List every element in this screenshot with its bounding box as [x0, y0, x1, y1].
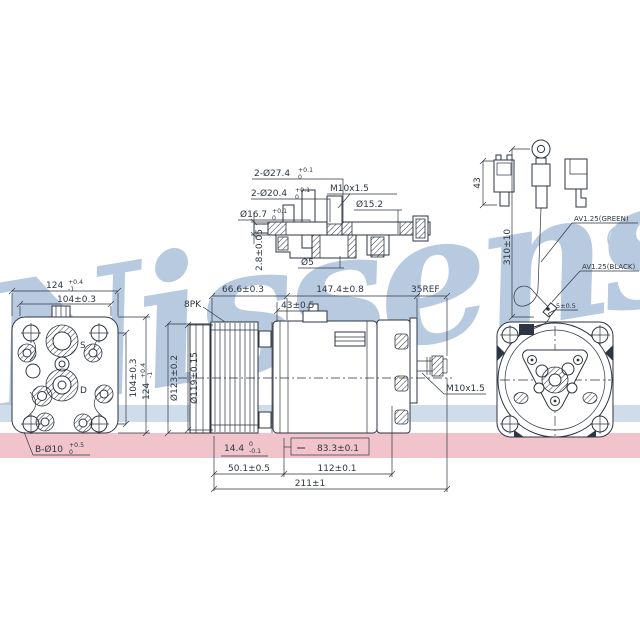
mount-hole-b10-sub: 0: [69, 449, 73, 456]
dim-83-3-label: 83.3±0.1: [317, 444, 359, 454]
front-width-124-sub: -1: [68, 286, 74, 293]
section-view: 2-Ø27.4 +0.1 0 2-Ø20.4 +0.1 0 Ø16.7 +0.1…: [238, 167, 431, 271]
dim-50-1-label: 50.1±0.5: [228, 464, 270, 474]
dim-112-label: 112±0.1: [317, 464, 356, 474]
dim-5-label: Ø5: [301, 257, 314, 268]
dim-2-8-label: 2.8±0.05: [255, 229, 265, 271]
front-height-124-sub: -1: [147, 372, 154, 378]
suction-port-label: S: [80, 341, 86, 351]
dim-15-2-label: Ø15.2: [356, 199, 383, 210]
wire-green-label: AV1.25(GREEN): [574, 215, 629, 223]
dim-43-connector-label: 43: [473, 177, 483, 188]
wire-end-dim-label: 5±0.5: [556, 302, 576, 310]
dim-d119-label: Ø119±0.15: [189, 352, 200, 404]
dim-16-tol-sub: 0: [272, 215, 276, 222]
rear-view: M10x1.5: [421, 312, 614, 438]
belt-type-label: 8PK: [184, 300, 202, 310]
connector-view: 43 310±10 AV1.25(GREEN) AV1.25(BLACK) 5±…: [473, 139, 639, 321]
dim-16-tol-sup: +0.1: [272, 208, 287, 215]
registered-trademark-icon: ®: [602, 218, 640, 262]
dim-20-tol-sub: 0: [295, 194, 299, 201]
front-corner-holes: [21, 323, 109, 434]
wire-black-label: AV1.25(BLACK): [582, 263, 635, 271]
mount-hole-b10-sup: +0.5: [69, 442, 84, 449]
front-height-124-sup: +0.4: [140, 363, 147, 378]
dim-14-4-sub: -0.1: [249, 448, 261, 455]
mount-hole-b10-label: B-Ø10: [35, 444, 63, 455]
dim-d123-label: Ø123±0.2: [169, 355, 180, 401]
dim-14-4-sup: 0: [249, 441, 253, 448]
dim-14-4-label: 14.4: [224, 444, 244, 454]
front-view: S D 124 +0.4 -1 104±0.3 104±0.3 124 +0.4: [8, 279, 154, 456]
dim-20-label: 2-Ø20.4: [251, 188, 287, 199]
front-width-124-sup: +0.4: [68, 279, 83, 286]
dim-27-tol-sub: 0: [298, 174, 302, 181]
front-width-124-label: 124: [46, 281, 63, 291]
dim-16-label: Ø16.7: [240, 209, 267, 220]
front-height-124-label: 124: [142, 383, 152, 400]
dim-27-tol-sup: +0.1: [298, 167, 313, 174]
section-thread-label: M10x1.5: [330, 184, 369, 194]
dim-35ref-label: 35REF: [411, 285, 440, 295]
dim-43-boss-label: 43±0.5: [281, 301, 314, 311]
dim-27-label: 2-Ø27.4: [254, 168, 290, 179]
front-height-124-group: 124 +0.4 -1: [140, 363, 154, 400]
dim-211-label: 211±1: [295, 479, 325, 489]
discharge-port-label: D: [80, 386, 87, 396]
front-height-104-label: 104±0.3: [129, 358, 139, 397]
dim-66-6-label: 66.6±0.3: [222, 285, 264, 295]
dim-20-tol-sup: +0.1: [295, 187, 310, 194]
dim-310-label: 310±10: [503, 229, 513, 265]
side-view: 66.6±0.3 147.4±0.8 35REF 43±0.5 8PK Ø123…: [164, 285, 452, 493]
stud-thread-label: M10x1.5: [446, 384, 485, 394]
front-width-104-label: 104±0.3: [57, 295, 96, 305]
rear-corner-holes: [500, 325, 610, 434]
front-bolt-bosses: [17, 343, 114, 433]
dim-147-4-label: 147.4±0.8: [316, 285, 364, 295]
